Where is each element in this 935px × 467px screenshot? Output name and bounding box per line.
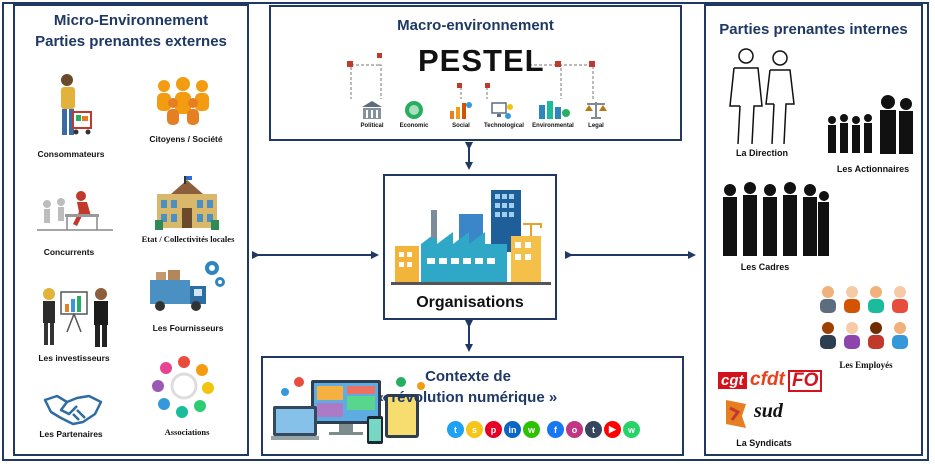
twitter-icon: t <box>447 421 464 438</box>
macro-environment-panel: Macro-environnement PESTEL <box>269 5 682 141</box>
digital-panel-title-line2: « révolution numérique » <box>378 389 558 406</box>
handshake-icon <box>43 394 103 426</box>
technological-icon <box>491 102 513 119</box>
digital-panel-title-line1: Contexte de <box>425 368 511 385</box>
state-label: Etat / Collectivités locales <box>141 234 235 244</box>
instagram-icon: o <box>566 421 583 438</box>
right-panel-title: Parties prenantes internes <box>719 21 908 38</box>
whatsapp-icon: w <box>623 421 640 438</box>
pestel-factor-technological: Technological <box>484 123 524 129</box>
pestel-heading: PESTEL <box>418 43 545 78</box>
pestel-factor-political: Political <box>360 123 384 129</box>
wechat-icon: w <box>523 421 540 438</box>
partners-label: Les Partenaires <box>39 429 103 439</box>
employees-icon <box>820 286 908 349</box>
unions-label: La Syndicats <box>736 438 792 448</box>
left-panel-title-line1: Micro-Environnement <box>53 12 209 29</box>
suppliers-label: Les Fournisseurs <box>152 323 224 333</box>
direction-icon <box>729 48 795 145</box>
shareholders-label: Les Actionnaires <box>836 164 910 174</box>
citizens-label: Citoyens / Société <box>149 134 223 144</box>
macro-panel-title: Macro-environnement <box>397 17 554 34</box>
linkedin-icon: in <box>504 421 521 438</box>
internal-stakeholders-panel: Parties prenantes internes La Direction … <box>704 4 923 456</box>
devices-icon <box>271 377 425 444</box>
supplier-truck-icon <box>150 261 225 311</box>
snapchat-icon: s <box>466 421 483 438</box>
investors-icon <box>43 288 108 347</box>
factory-icon <box>391 190 551 285</box>
pinterest-icon: p <box>485 421 502 438</box>
shopper-icon <box>61 74 92 135</box>
employees-label: Les Employés <box>839 360 893 370</box>
pestel-factor-social: Social <box>452 123 470 129</box>
sud-logo: sud <box>754 400 783 422</box>
associations-label: Associations <box>164 427 210 437</box>
organisation-box: Organisations <box>383 174 557 320</box>
pestel-factor-economic: Economic <box>399 123 429 129</box>
facebook-icon: f <box>547 421 564 438</box>
consumers-label: Consommateurs <box>37 149 105 159</box>
pestel-factor-legal: Legal <box>588 123 604 129</box>
political-icon <box>362 101 382 119</box>
competitors-label: Concurrents <box>43 247 95 257</box>
organisation-label: Organisations <box>416 294 524 311</box>
competitors-icon <box>37 191 113 231</box>
cfdt-logo: cfdt <box>750 369 785 390</box>
environmental-icon <box>539 101 570 119</box>
social-icon <box>450 102 472 119</box>
fo-logo: FO <box>788 370 823 392</box>
associations-icon <box>152 356 214 418</box>
youtube-icon: ▶ <box>604 421 621 438</box>
citizens-icon <box>157 77 209 125</box>
cgt-logo: cgt <box>718 372 747 389</box>
managers-icon <box>723 182 829 256</box>
outer-frame <box>2 2 929 461</box>
shareholders-icon <box>828 95 913 154</box>
external-stakeholders-panel: Micro-Environnement Parties prenantes ex… <box>13 4 249 456</box>
economic-icon <box>405 101 423 119</box>
town-hall-icon <box>155 176 219 230</box>
managers-label: Les Cadres <box>740 262 790 272</box>
left-panel-title-line2: Parties prenantes externes <box>35 33 227 50</box>
digital-revolution-panel: Contexte de « révolution numérique » t s… <box>261 356 684 456</box>
union-flag-icon <box>726 400 746 428</box>
direction-label: La Direction <box>735 148 788 158</box>
pestel-factor-environmental: Environmental <box>532 123 574 129</box>
legal-icon <box>585 102 607 119</box>
pestel-connector-lines <box>347 53 595 99</box>
tumblr-icon: t <box>585 421 602 438</box>
investors-label: Les investisseurs <box>38 353 110 363</box>
